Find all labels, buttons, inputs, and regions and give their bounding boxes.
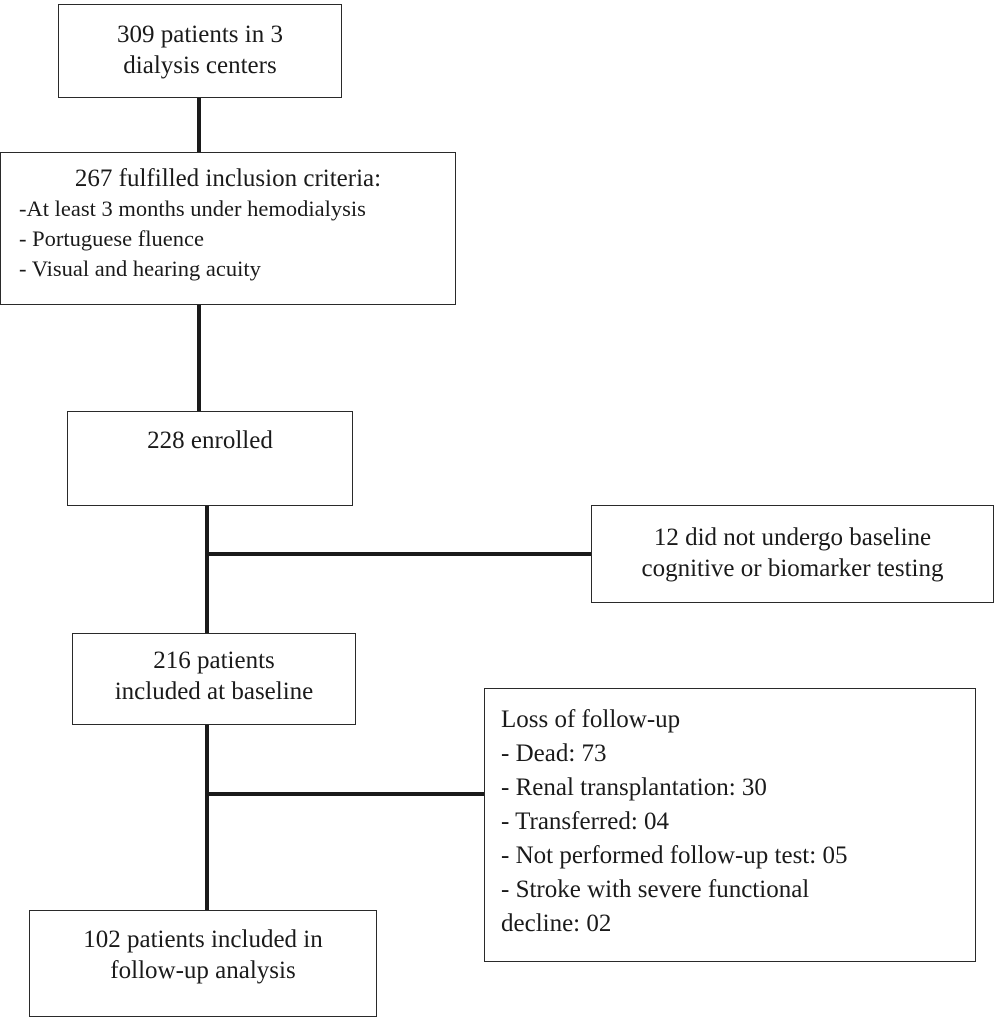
box-dialysis-centers-line-2: dialysis centers <box>123 52 277 79</box>
box-excluded-baseline-line-1: 12 did not undergo baseline <box>653 524 932 551</box>
inclusion-criterion-3: - Visual and hearing acuity <box>19 256 261 281</box>
loss-item-stroke-cont: decline: 02 <box>501 910 612 937</box>
box-excluded-baseline-line-2: cognitive or biomarker testing <box>641 555 944 582</box>
box-loss-of-followup: Loss of follow-up - Dead: 73 - Renal tra… <box>484 688 976 962</box>
loss-item-transplantation: - Renal transplantation: 30 <box>501 774 767 801</box>
box-followup-line-2: follow-up analysis <box>110 957 296 984</box>
inclusion-criterion-2: - Portuguese fluence <box>19 226 204 251</box>
box-dialysis-centers: 309 patients in 3 dialysis centers <box>58 4 342 98</box>
box-enrolled: 228 enrolled <box>67 411 353 506</box>
inclusion-heading: 267 fulfilled inclusion criteria: <box>74 165 382 192</box>
inclusion-criterion-1: -At least 3 months under hemodialysis <box>19 196 366 221</box>
box-enrolled-line-1: 228 enrolled <box>147 427 273 454</box>
loss-item-transferred: - Transferred: 04 <box>501 808 670 835</box>
box-baseline: 216 patients included at baseline <box>72 633 356 725</box>
connector-centers-inclusion <box>197 97 201 153</box>
connector-baseline-followup <box>205 724 209 912</box>
box-followup-analysis: 102 patients included in follow-up analy… <box>29 910 377 1017</box>
box-excluded-baseline: 12 did not undergo baseline cognitive or… <box>591 505 994 603</box>
box-baseline-line-1: 216 patients <box>153 647 275 674</box>
loss-item-stroke: - Stroke with severe functional <box>501 876 810 903</box>
connector-inclusion-enrolled <box>197 304 201 412</box>
box-dialysis-centers-line-1: 309 patients in 3 <box>117 21 283 48</box>
loss-heading: Loss of follow-up <box>501 706 681 733</box>
connector-enrolled-baseline <box>205 505 209 634</box>
connector-to-loss-of-followup <box>205 792 485 796</box>
loss-item-not-performed: - Not performed follow-up test: 05 <box>501 842 848 869</box>
box-followup-line-1: 102 patients included in <box>83 926 323 953</box>
box-baseline-line-2: included at baseline <box>114 678 314 705</box>
loss-item-dead: - Dead: 73 <box>501 740 607 767</box>
box-inclusion-criteria: 267 fulfilled inclusion criteria: -At le… <box>0 152 456 305</box>
connector-to-excluded-baseline <box>205 552 592 556</box>
